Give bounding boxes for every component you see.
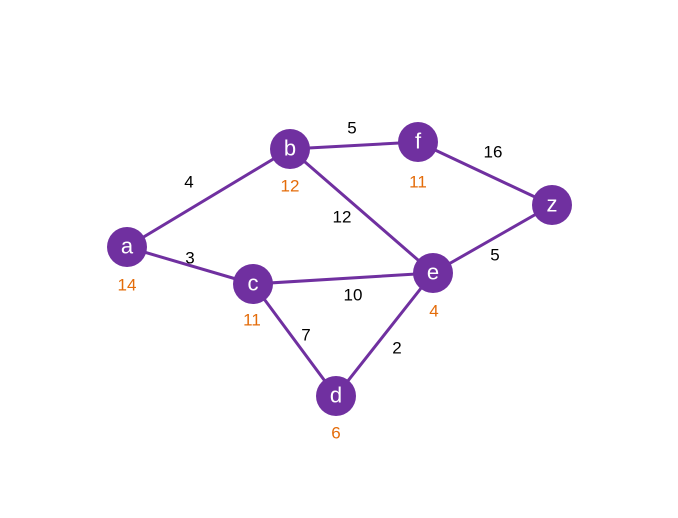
node-value-b: 12	[281, 177, 300, 196]
edge-a-c	[125, 245, 255, 286]
node-value-c: 11	[243, 311, 261, 330]
node-value-f: 11	[409, 173, 427, 192]
edge-b-f	[288, 140, 420, 151]
edge-a-b	[125, 147, 292, 249]
node-c: c	[233, 264, 273, 304]
node-e: e	[413, 253, 453, 293]
node-a: a	[107, 227, 147, 267]
node-label-e: e	[427, 260, 439, 285]
node-value-a: 14	[118, 276, 137, 295]
edge-weight-e-z: 5	[490, 246, 499, 265]
edge-weight-f-z: 16	[484, 143, 503, 162]
node-label-f: f	[415, 129, 422, 154]
edge-f-z	[416, 140, 554, 207]
node-b: b	[270, 129, 310, 169]
node-z: z	[532, 185, 572, 225]
edge-e-z	[431, 203, 554, 275]
node-value-e: 4	[429, 302, 438, 321]
node-label-b: b	[284, 136, 296, 161]
node-circle-f	[398, 122, 438, 162]
edge-weight-c-e: 10	[344, 286, 363, 305]
edge-b-e	[288, 147, 435, 275]
node-circle-c	[233, 264, 273, 304]
edge-c-e	[251, 271, 435, 286]
node-circle-b	[270, 129, 310, 169]
edge-c-d	[251, 282, 338, 398]
node-d: d	[316, 376, 356, 416]
node-value-d: 6	[331, 424, 340, 443]
node-circle-z	[532, 185, 572, 225]
node-circle-a	[107, 227, 147, 267]
edge-weight-c-d: 7	[301, 326, 310, 345]
node-label-a: a	[121, 234, 134, 259]
edges-layer	[125, 140, 554, 398]
edge-weight-b-e: 12	[333, 208, 352, 227]
node-label-d: d	[330, 383, 342, 408]
node-label-z: z	[547, 192, 558, 217]
node-label-c: c	[248, 271, 259, 296]
edge-weight-a-c: 3	[185, 249, 194, 268]
nodes-layer: a b c d e f z	[107, 122, 572, 416]
node-values-layer: 14 12 11 6 4 11	[118, 173, 439, 443]
edge-weight-d-e: 2	[392, 339, 401, 358]
edge-weight-b-f: 5	[347, 119, 356, 138]
node-circle-d	[316, 376, 356, 416]
node-circle-e	[413, 253, 453, 293]
edge-d-e	[334, 271, 435, 398]
edge-weight-a-b: 4	[184, 173, 193, 192]
edge-weights-layer: 4 3 5 12 10 7 2 16 5	[184, 119, 502, 358]
node-f: f	[398, 122, 438, 162]
